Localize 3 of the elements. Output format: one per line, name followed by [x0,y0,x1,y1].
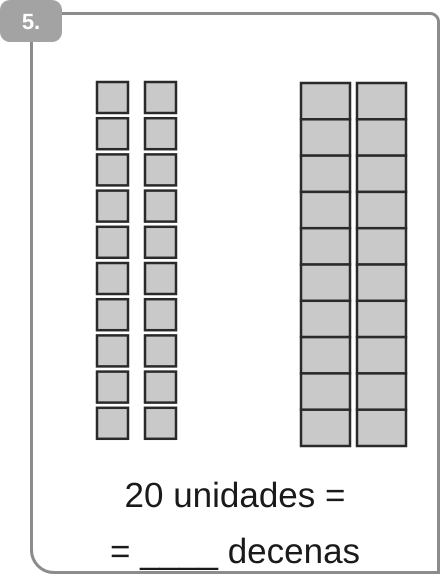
exercise-number: 5. [0,0,62,42]
equation-text: = ____ decenas [110,531,360,573]
equation-text: 20 unidades = [124,475,346,517]
